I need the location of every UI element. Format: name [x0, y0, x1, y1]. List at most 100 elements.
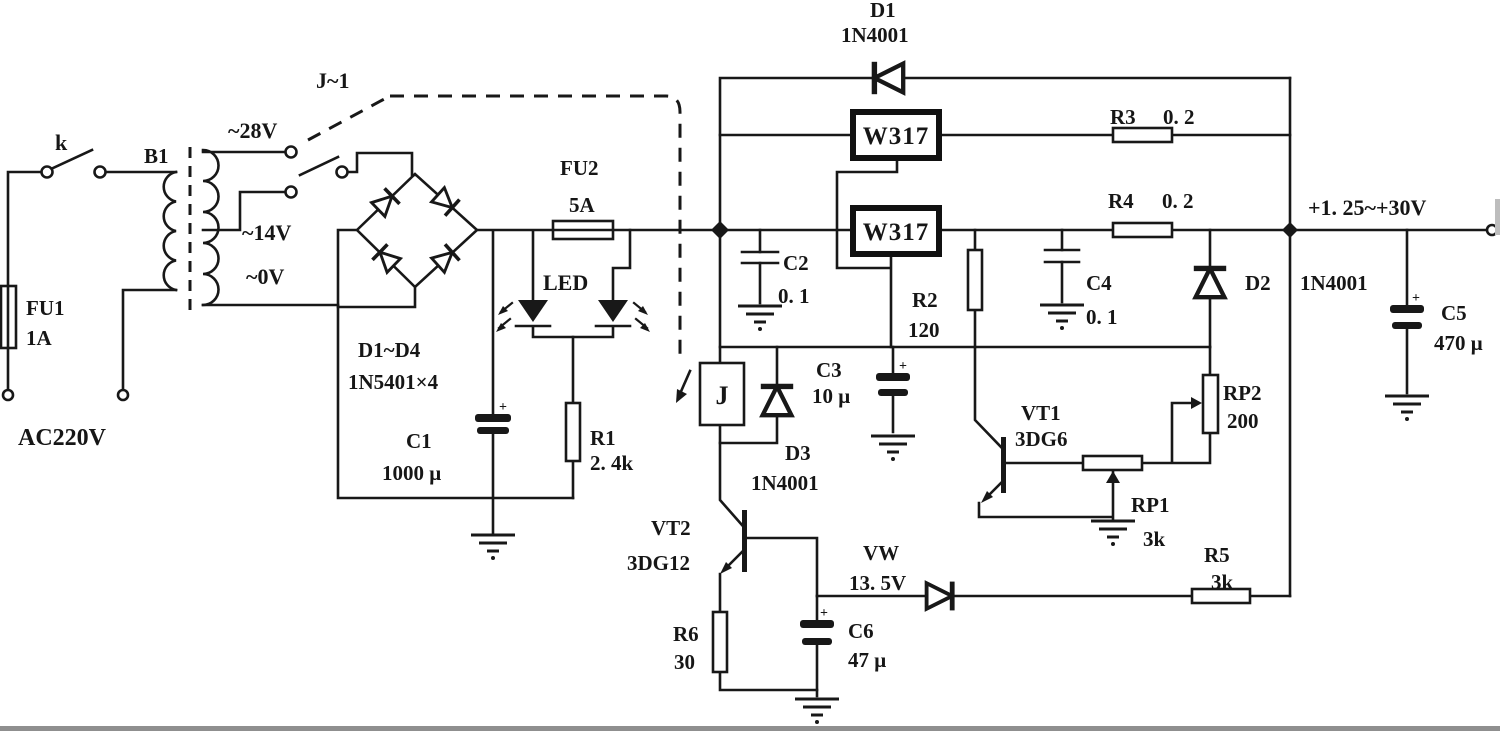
- vw-zener-diode: [927, 582, 953, 611]
- c4-ref-label: C4: [1086, 271, 1112, 295]
- rp2-potentiometer: [1201, 373, 1220, 435]
- dashed-boundary: [307, 94, 682, 355]
- regulator-w317-bottom: W317: [850, 205, 942, 257]
- relay-contact-label: J~1: [316, 68, 349, 93]
- c3-capacitor: [876, 373, 910, 396]
- relay-coil-box: J: [698, 361, 746, 427]
- wire-top-d1-line: [718, 76, 1292, 232]
- led-left-ray1-head: [498, 306, 508, 315]
- d1-ref-label: D1: [870, 0, 896, 22]
- r2-resistor: [966, 248, 984, 312]
- c6-plus-mark: +: [820, 606, 828, 621]
- wires-rectifier-section: [336, 172, 855, 535]
- wire-vt2-collector: [718, 441, 744, 527]
- c1-value-label: 1000 μ: [382, 461, 441, 485]
- wire-vt1-collector: [973, 345, 1003, 449]
- ac-terminal-1: [1, 388, 15, 402]
- c2-capacitor: [740, 250, 780, 265]
- d3-value-label: 1N4001: [751, 471, 819, 495]
- tap-14v-label: ~14V: [242, 220, 291, 245]
- d2-value-label: 1N4001: [1300, 271, 1368, 295]
- c6-value-label: 47 μ: [848, 648, 886, 672]
- wire-vt2-emitter: [718, 550, 819, 692]
- r6-resistor: [711, 610, 729, 674]
- led-right: [594, 300, 650, 332]
- ground-c4: [1038, 303, 1086, 332]
- d2-diode: [1194, 268, 1226, 297]
- ground-c2: [736, 304, 784, 333]
- r6-value-label: 30: [674, 650, 695, 674]
- primary-winding: [162, 170, 178, 292]
- r5-ref-label: R5: [1204, 543, 1230, 567]
- r4-value-label: 0. 2: [1162, 189, 1194, 213]
- wire-bridge-left-bus: [336, 228, 575, 500]
- bridge-value-label: 1N5401×4: [348, 370, 439, 394]
- tap-terminal-28v: [284, 145, 298, 159]
- d3-diode: [761, 386, 793, 415]
- vt2-ref-label: VT2: [651, 516, 691, 540]
- output-voltage-label: +1. 25~+30V: [1308, 195, 1427, 220]
- led-right-ray1-head: [638, 306, 648, 315]
- r2-value-label: 120: [908, 318, 940, 342]
- junction-node-output: [1282, 222, 1298, 238]
- c1-capacitor: [475, 414, 511, 434]
- j1-fixed-contact: [335, 165, 349, 179]
- c4-value-label: 0. 1: [1086, 305, 1118, 329]
- k-switch-blade: [51, 148, 94, 170]
- fu1-value-label: 1A: [26, 326, 53, 350]
- ground-c5: [1383, 394, 1431, 423]
- wire-vt2-base: [746, 536, 819, 598]
- c3-value-label: 10 μ: [812, 384, 850, 408]
- rp1-value-label: 3k: [1143, 527, 1166, 551]
- relay-coil-label: J: [716, 381, 729, 410]
- d1-value-label: 1N4001: [841, 23, 909, 47]
- reg1-label: W317: [863, 123, 930, 150]
- scan-artifact-bottom: [0, 726, 1500, 731]
- j1-contact-blade: [298, 155, 340, 177]
- led-left: [496, 300, 552, 332]
- c3-plus-mark: +: [899, 359, 907, 374]
- rp1-wiper-arrowhead: [1106, 471, 1120, 483]
- fu2-ref-label: FU2: [560, 156, 599, 180]
- r4-ref-label: R4: [1108, 189, 1134, 213]
- reg2-label: W317: [863, 219, 930, 246]
- fu2-fuse: [551, 219, 615, 241]
- wire-vt1-emitter: [977, 469, 1115, 521]
- b1-label: B1: [144, 144, 169, 168]
- wire-tap-14v: [201, 190, 287, 232]
- wire-primary-return: [121, 288, 178, 392]
- c6-ref-label: C6: [848, 619, 874, 643]
- d1-diode: [874, 62, 903, 94]
- regulator-w317-top: W317: [850, 109, 942, 161]
- c5-ref-label: C5: [1441, 301, 1467, 325]
- r6-ref-label: R6: [673, 622, 699, 646]
- d2-ref-label: D2: [1245, 271, 1271, 295]
- transformer-b1: [162, 147, 220, 310]
- vt1-emitter-arrowhead: [981, 491, 993, 503]
- relay-link-dashed: [307, 94, 692, 403]
- fu2-value-label: 5A: [569, 193, 596, 217]
- relay-action-arrowhead: [676, 389, 687, 403]
- ground-c1: [469, 533, 517, 562]
- fu1-fuse: [0, 284, 18, 350]
- vw-ref-label: VW: [863, 541, 899, 565]
- rp1-potentiometer: [1081, 454, 1144, 472]
- vt1-value-label: 3DG6: [1015, 427, 1068, 451]
- c1-ref-label: C1: [406, 429, 432, 453]
- ac-input-label: AC220V: [18, 425, 107, 451]
- wire-ac-line1: [6, 170, 43, 392]
- led-label: LED: [543, 270, 588, 295]
- vt2-emitter-arrowhead: [720, 562, 732, 574]
- c2-value-label: 0. 1: [778, 284, 810, 308]
- led-right-triangle: [598, 300, 628, 322]
- led-left-triangle: [518, 300, 548, 322]
- rp2-value-label: 200: [1227, 409, 1259, 433]
- rp2-ref-label: RP2: [1223, 381, 1262, 405]
- ground-rp1: [1089, 519, 1137, 548]
- r4-resistor: [1111, 221, 1174, 239]
- wire-bridge-bottom: [336, 285, 417, 309]
- vt2-transistor: [720, 510, 747, 574]
- wire-led-right: [611, 228, 632, 302]
- bridge-ref-label: D1~D4: [358, 338, 421, 362]
